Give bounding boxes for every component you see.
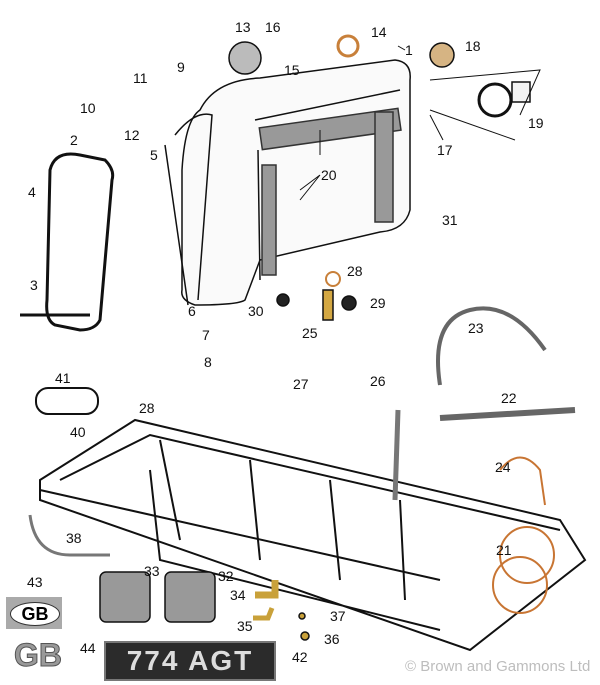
sender-gasket [477, 82, 513, 118]
copper-pipe-coil [499, 526, 555, 584]
callout-40: 40 [70, 424, 86, 440]
braided-hose-23 [436, 306, 547, 386]
cap-18 [429, 42, 455, 68]
callout-19: 19 [528, 115, 544, 131]
callout-9: 9 [177, 59, 185, 75]
callout-11: 11 [133, 70, 148, 86]
gasket-14 [336, 34, 360, 58]
elbow-34 [255, 580, 279, 599]
callout-44: 44 [80, 640, 96, 656]
tube-post [392, 409, 401, 501]
callout-5: 5 [150, 147, 158, 163]
union-25 [322, 289, 334, 321]
gb-letters-badge: GB [14, 637, 63, 674]
callout-37: 37 [330, 608, 346, 624]
tank-seal-strip [164, 113, 213, 306]
callout-25: 25 [302, 325, 318, 341]
callout-14: 14 [371, 24, 387, 40]
callout-2: 2 [70, 132, 78, 148]
callout-27: 27 [293, 376, 309, 392]
gb-oval-badge: GB [6, 597, 62, 629]
number-plate: 774 AGT [104, 641, 276, 681]
callout-29: 29 [370, 295, 386, 311]
callout-18: 18 [465, 38, 481, 54]
strap-41 [35, 387, 99, 415]
gb-oval-text: GB [10, 602, 60, 626]
callout-21: 21 [496, 542, 512, 558]
callout-31: 31 [442, 212, 458, 228]
callout-23: 23 [468, 320, 484, 336]
elbow-35 [253, 607, 275, 621]
callout-3: 3 [30, 277, 38, 293]
callout-15: 15 [284, 62, 300, 78]
callout-26: 26 [370, 373, 386, 389]
callout-24: 24 [495, 459, 511, 475]
callout-41: 41 [55, 370, 71, 386]
callout-12: 12 [124, 127, 140, 143]
sender-bracket [429, 69, 541, 141]
callout-10: 10 [80, 100, 96, 116]
washer-28 [325, 271, 341, 287]
cap-29 [341, 295, 357, 311]
frame [39, 418, 587, 652]
callout-7: 7 [202, 327, 210, 343]
callout-20: 20 [321, 167, 337, 183]
pump-32 [164, 571, 216, 623]
callout-43: 43 [27, 574, 43, 590]
callout-42: 42 [292, 649, 308, 665]
callout-32: 32 [218, 568, 234, 584]
callout-16: 16 [265, 19, 281, 35]
callout-4: 4 [28, 184, 36, 200]
callout-17: 17 [437, 142, 453, 158]
callout-8: 8 [204, 354, 212, 370]
plug-30 [276, 293, 290, 307]
callout-13: 13 [235, 19, 251, 35]
pump-33 [99, 571, 151, 623]
callout-1: 1 [405, 42, 413, 58]
callout-30: 30 [248, 303, 264, 319]
callout-6: 6 [188, 303, 196, 319]
callout-33: 33 [144, 563, 160, 579]
callout-28-washer: 28 [347, 263, 363, 279]
hose-22 [439, 407, 576, 421]
callout-28-frame: 28 [139, 400, 155, 416]
side-panel [45, 152, 115, 332]
filler-cap-13 [228, 41, 262, 75]
callout-35: 35 [237, 618, 253, 634]
hose-38 [28, 514, 110, 557]
callout-38: 38 [66, 530, 82, 546]
watermark: © Brown and Gammons Ltd [405, 658, 591, 675]
callout-34: 34 [230, 587, 246, 603]
callout-22: 22 [501, 390, 517, 406]
callout-36: 36 [324, 631, 340, 647]
